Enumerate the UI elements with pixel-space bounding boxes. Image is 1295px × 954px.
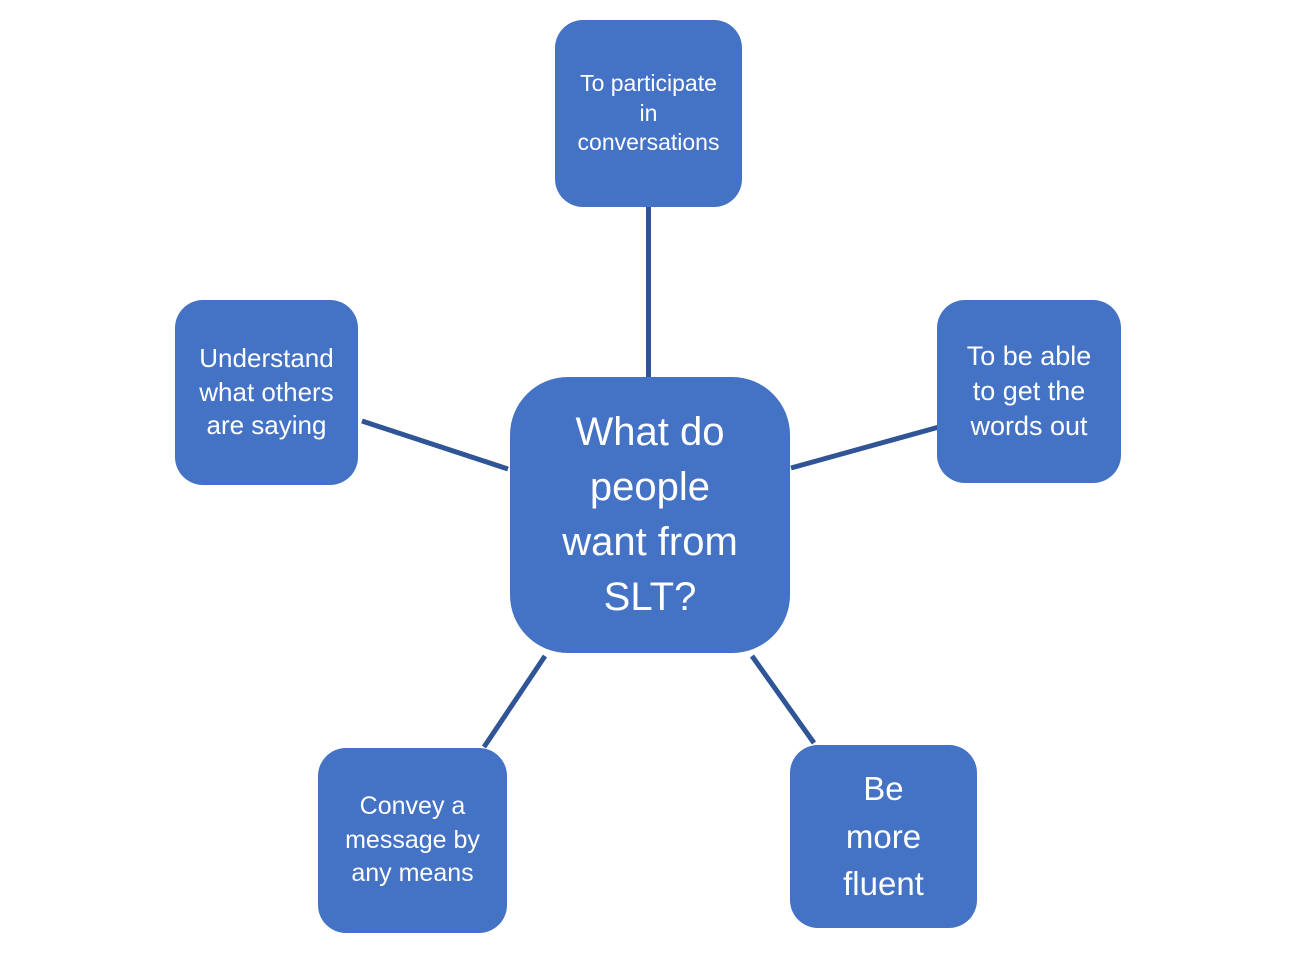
node-center-label: What do people want from SLT? bbox=[562, 409, 738, 620]
node-get-the-words-out: To be able to get the words out bbox=[937, 300, 1121, 483]
node-participate-in-conversations: To participate in conversations bbox=[555, 20, 742, 207]
node-bottom-right-label: Be more fluent bbox=[843, 769, 924, 903]
node-center-what-do-people-want: What do people want from SLT? bbox=[510, 377, 790, 653]
node-left-label: Understand what others are saying bbox=[199, 342, 334, 441]
node-right-label: To be able to get the words out bbox=[966, 340, 1092, 442]
connector-center-to-left bbox=[361, 418, 509, 472]
node-convey-a-message: Convey a message by any means bbox=[318, 748, 507, 933]
connector-center-to-right bbox=[790, 424, 940, 471]
node-top-label: To participate in conversations bbox=[577, 69, 720, 156]
node-understand-what-others-say: Understand what others are saying bbox=[175, 300, 358, 485]
node-bottom-left-label: Convey a message by any means bbox=[345, 791, 480, 888]
connector-center-to-bottom-left bbox=[481, 654, 548, 749]
node-be-more-fluent: Be more fluent bbox=[790, 745, 977, 928]
connector-center-to-bottom-right bbox=[749, 654, 817, 745]
